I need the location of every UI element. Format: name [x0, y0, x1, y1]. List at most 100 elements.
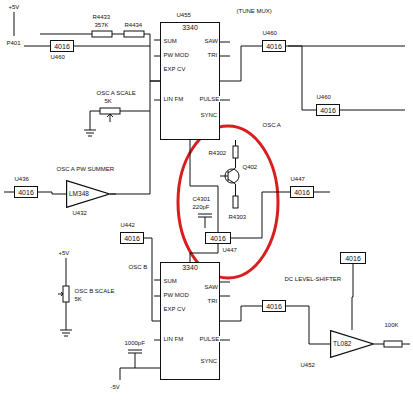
signal-label: EXP CV [163, 66, 186, 72]
signal-label: SAW [204, 38, 218, 44]
signal-label: 357K [94, 22, 109, 28]
capacitor-symbol [198, 214, 212, 228]
signal-label: 1000pF [124, 340, 145, 346]
transistor-leads [220, 140, 236, 196]
signal-label: U432 [72, 210, 87, 216]
signal-label: OSC B [128, 264, 148, 270]
wire-connector [74, 46, 160, 81]
signal-label: 100K [384, 322, 399, 328]
signal-label: 220pF [192, 204, 210, 210]
signal-label: Q402 [242, 164, 258, 170]
resistor-symbol [384, 341, 402, 347]
op-amp: LM348 [66, 180, 110, 208]
signal-label: OSC B SCALE [74, 288, 115, 294]
analog-switch: 4016 [262, 300, 286, 312]
wire [58, 258, 72, 336]
pin-stub [220, 42, 230, 340]
signal-label: U442 [120, 222, 135, 228]
signal-label: OSC A PW SUMMER [56, 166, 115, 172]
signal-label: OSC A SCALE [96, 90, 136, 96]
signal-label: U460 [316, 94, 331, 100]
part-number: 4016 [266, 43, 282, 50]
signal-label: R4434 [124, 22, 143, 28]
red-highlight-circle [178, 126, 278, 278]
op-amp: TL082 [330, 330, 374, 358]
part-number: TL082 [333, 341, 351, 348]
analog-switch: 4016 [14, 186, 38, 198]
signal-label: PULSE [199, 96, 220, 102]
analog-switch: 4016 [120, 232, 144, 244]
signal-label: -5V [110, 384, 120, 390]
signal-label: U452 [300, 362, 315, 368]
analog-switch: 4016 [316, 104, 340, 116]
wire-connector [190, 244, 218, 262]
signal-label: PW MOD [163, 292, 189, 298]
analog-switch: 4016 [262, 40, 286, 52]
signal-label: SAW [204, 284, 218, 290]
wire [288, 46, 405, 192]
resistor-symbol [92, 31, 112, 37]
signal-label: OSC A [262, 122, 281, 128]
op-amp-outline [331, 331, 374, 358]
signal-label: LIN FM [163, 96, 184, 102]
analog-switch: 4016 [340, 252, 366, 264]
signal-label: SUM [163, 278, 177, 284]
signal-label: R4303 [228, 214, 247, 220]
part-number: 4016 [210, 235, 226, 242]
potentiometer-symbol [100, 108, 120, 114]
signal-label: 5K [74, 296, 82, 302]
analog-switch: 4016 [50, 40, 74, 52]
part-number: 4016 [320, 107, 336, 114]
signal-label: LIN FM [163, 336, 184, 342]
part-number: 4016 [124, 235, 140, 242]
capacitor-symbol [120, 350, 160, 380]
signal-label: PW MOD [163, 52, 189, 58]
wire-connector [110, 81, 160, 194]
signal-label: U436 [14, 176, 29, 182]
signal-label: DC LEVEL-SHIFTER [284, 276, 342, 282]
signal-label: TRI [207, 52, 218, 58]
signal-label: +5V [8, 4, 20, 10]
signal-label: R4433 [92, 14, 111, 20]
part-number: 4016 [54, 43, 70, 50]
signal-label: U447 [222, 247, 237, 253]
signal-label: +5V [58, 250, 70, 256]
wire-connector [220, 46, 262, 81]
signal-label: C4301 [192, 196, 211, 202]
wire-connector [286, 46, 316, 110]
part-number: 4016 [266, 303, 282, 310]
signal-label: (TUNE MUX) [236, 8, 272, 14]
part-number: 4016 [345, 255, 361, 262]
signal-label: U460 [50, 54, 65, 60]
signal-label: EXP CV [163, 306, 186, 312]
op-amp-outline [67, 181, 110, 208]
part-number: 4016 [18, 189, 34, 196]
signal-label: P401 [6, 40, 21, 46]
wire [14, 12, 150, 46]
wire-connector [352, 264, 353, 330]
signal-label: PULSE [199, 336, 220, 342]
signal-label: TRI [207, 298, 218, 304]
wire [374, 344, 410, 345]
resistor-symbol [124, 31, 144, 37]
part-number: 3340 [182, 24, 198, 31]
wire-connector [220, 306, 262, 321]
signal-label: 5K [104, 98, 112, 104]
signal-label: SYNC [200, 112, 218, 118]
part-number: LM348 [69, 191, 89, 198]
analog-switch: 4016 [290, 186, 314, 198]
signal-label: U460 [262, 30, 277, 36]
part-number: 4016 [294, 189, 310, 196]
signal-label: SUM [163, 38, 177, 44]
potentiometer-symbol [63, 286, 69, 302]
signal-label: U447 [290, 176, 305, 182]
signal-label: SYNC [200, 358, 218, 364]
signal-label: U455 [176, 12, 191, 18]
wire-connector [38, 192, 66, 194]
resistor-symbol [233, 146, 238, 158]
resistor-symbol [233, 196, 238, 208]
wire-connector [144, 238, 160, 321]
part-number: 3340 [182, 264, 198, 271]
wire-connector [286, 306, 330, 344]
